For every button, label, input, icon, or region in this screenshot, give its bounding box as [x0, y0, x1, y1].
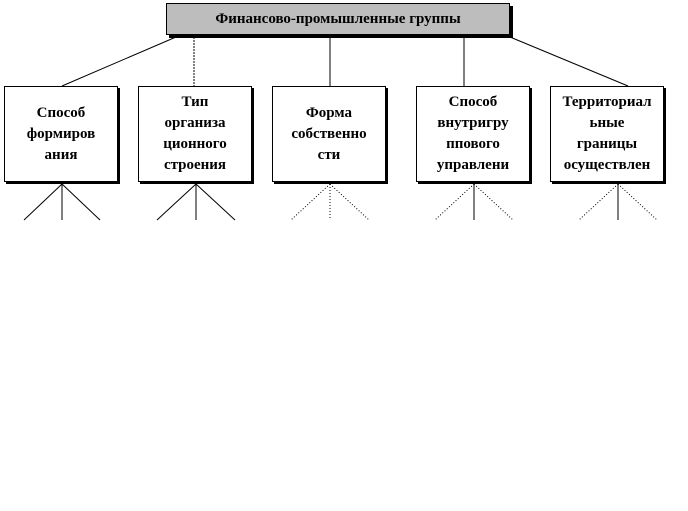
category-label-ownership-form: Форма собственно сти — [291, 104, 367, 163]
category-node-organizational-structure: Тип организа ционного строения — [138, 86, 252, 182]
category-label-territorial-boundaries: Территориал ьные границы осуществлен — [562, 94, 652, 173]
category-node-intragroup-management: Способ внутригру ппового управлени — [416, 86, 530, 182]
branch-fan-2 — [156, 183, 236, 221]
branch-fan-4 — [434, 183, 514, 221]
connector-root-to-category-5 — [509, 36, 629, 87]
category-node-ownership-form: Форма собственно сти — [272, 86, 386, 182]
branch-fan-3 — [290, 183, 370, 221]
branch-fan-1 — [23, 183, 101, 221]
category-label-intragroup-management: Способ внутригру ппового управлени — [436, 94, 510, 173]
category-node-territorial-boundaries: Территориал ьные границы осуществлен — [550, 86, 664, 182]
root-node-label: Финансово-промышленные группы — [215, 10, 461, 27]
root-node: Финансово-промышленные группы — [166, 3, 510, 35]
category-node-formation-method: Способ формиров ания — [4, 86, 118, 182]
branch-fan-5 — [578, 183, 658, 221]
category-label-formation-method: Способ формиров ания — [26, 104, 96, 163]
category-label-organizational-structure: Тип организа ционного строения — [163, 94, 227, 173]
connector-root-to-category-1 — [61, 36, 177, 87]
